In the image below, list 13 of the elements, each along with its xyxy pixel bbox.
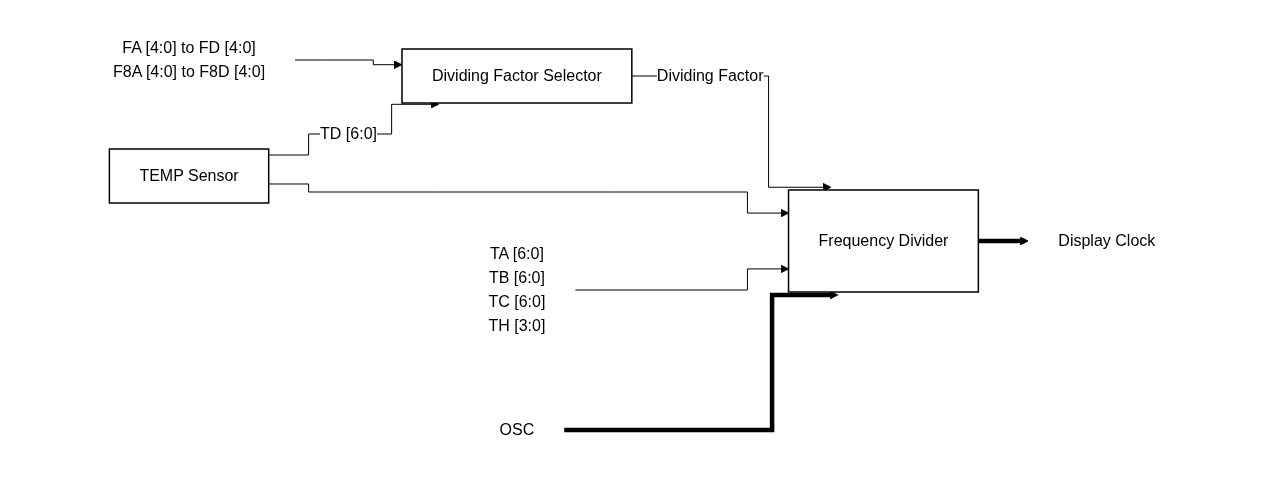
node-box: Frequency Divider (787, 188, 979, 293)
node-text: FA [4:0] to FD [4:0] F8A [4:0] to F8D [4:0] (112, 38, 265, 80)
arrow (978, 236, 1029, 245)
edge-label: Dividing Factor (656, 66, 764, 84)
node-text: Display Clock (1058, 231, 1156, 249)
arrow (268, 183, 789, 217)
node-text: TA [6:0] TB [6:0] TC [6:0] TH [3:0] (488, 244, 546, 334)
node-text: OSC (499, 420, 535, 438)
node-box: Dividing Factor Selector (401, 47, 633, 104)
node-box: TEMP Sensor (108, 147, 270, 204)
arrow (574, 264, 789, 290)
arrow (564, 290, 839, 432)
edge-label: TD [6:0] (319, 124, 377, 142)
